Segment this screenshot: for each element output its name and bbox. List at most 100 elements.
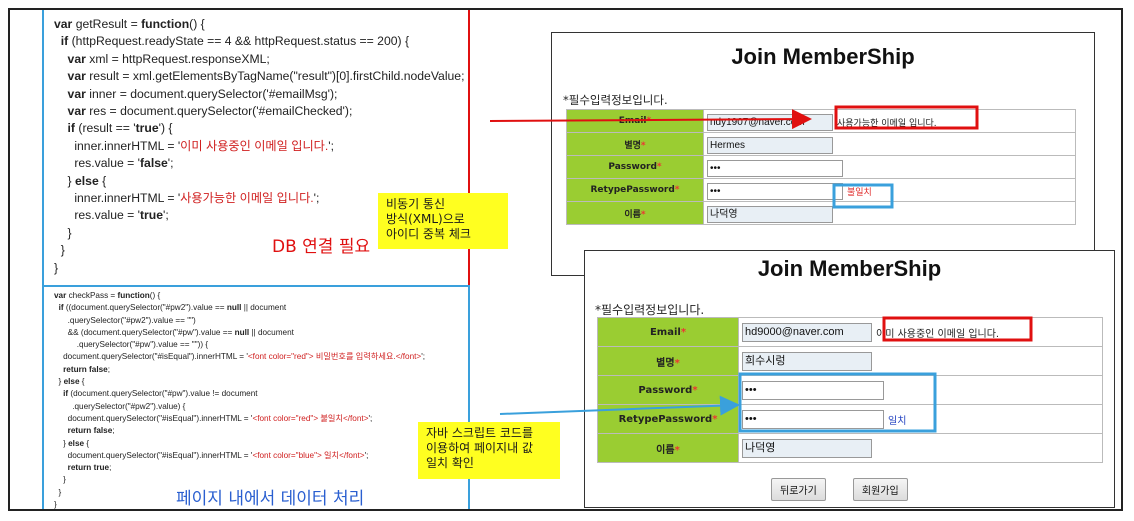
field-label-text: Email	[649, 326, 681, 338]
code-line: } else {	[54, 438, 90, 448]
required-asterisk: *	[640, 209, 646, 220]
field-message: 사용가능한 이메일 입니다.	[837, 118, 937, 129]
field-message: 불일치	[847, 187, 872, 198]
field-label: Password*	[566, 155, 704, 179]
code-line: if ((document.querySelector("#pw2").valu…	[58, 303, 287, 313]
field-label-text: 별명	[656, 357, 675, 369]
required-asterisk: *	[674, 185, 680, 195]
field-label-text: 이름	[624, 209, 641, 220]
mismatch-highlight	[832, 183, 894, 209]
required-note: *필수입력정보입니다.	[563, 93, 668, 107]
required-asterisk: *	[674, 444, 680, 456]
field-input[interactable]: Hermes	[707, 136, 833, 154]
required-note: *필수입력정보입니다.	[595, 303, 705, 317]
code-line: var getResult = function() {	[54, 17, 205, 31]
field-input[interactable]: •••	[742, 410, 884, 429]
code-line: .querySelector("#pw2").value == "")	[54, 315, 196, 325]
code-line: .querySelector("#pw2").value) {	[54, 401, 186, 411]
field-label-text: Password	[608, 162, 657, 172]
code-block-checkpass: var checkPass = function() { if ((docume…	[44, 287, 468, 511]
field-input[interactable]: •••	[742, 381, 884, 400]
code-line: var res = document.querySelector('#email…	[67, 104, 353, 119]
code-line: return true;	[67, 463, 112, 473]
code-panel-ajax: var getResult = function() { if (httpReq…	[42, 10, 470, 285]
javascript-arrow	[499, 395, 740, 416]
ajax-arrow	[489, 109, 812, 130]
field-value-cell: •••	[738, 375, 1103, 405]
field-label: 이름*	[597, 433, 739, 463]
code-line: if (httpRequest.readyState == 4 && httpR…	[60, 34, 410, 49]
field-value-cell: hd9000@naver.com 이미 사용중인 이메일 입니다.	[738, 317, 1103, 347]
form-buttons: 뒤로가기 회원가입	[771, 478, 908, 501]
form-row: 이름*나덕영	[566, 201, 1076, 225]
code-line: }	[54, 475, 66, 485]
code-line: } else {	[54, 377, 85, 387]
code-line: res.value = 'false';	[54, 156, 174, 171]
in-page-text: 페이지 내에서 데이터 처리	[176, 489, 365, 509]
field-value-cell: 나덕영	[738, 433, 1103, 463]
field-input[interactable]: •••	[707, 182, 843, 200]
db-required-text: DB 연결 필요	[272, 237, 371, 257]
required-asterisk: *	[640, 140, 646, 151]
form-title: Join MemberShip	[731, 44, 915, 69]
field-label-text: 별명	[624, 140, 641, 151]
form-row: 별명*희수시렁	[597, 346, 1103, 376]
field-input[interactable]: hd9000@naver.com	[742, 323, 872, 342]
field-input[interactable]: 나덕영	[707, 205, 833, 223]
code-line: document.querySelector("#isEqual").inner…	[54, 450, 369, 460]
password-match-highlight	[738, 372, 937, 433]
form-row: Password* •••	[597, 375, 1103, 405]
field-label-text: Password	[638, 384, 693, 396]
field-value-cell: Hermes	[703, 132, 1076, 156]
async-note: 비동기 통신 방식(XML)으로 아이디 중복 체크	[378, 193, 508, 249]
javascript-note: 자바 스크립트 코드를 이용하여 페이지내 값 일치 확인	[418, 422, 560, 479]
code-line: }	[54, 500, 57, 510]
code-line: return false;	[63, 364, 110, 374]
field-label-text: RetypePassword	[590, 185, 675, 195]
code-line: }	[54, 487, 62, 497]
code-line: }	[54, 243, 65, 258]
field-value-cell: 희수시렁	[738, 346, 1103, 376]
code-line: res.value = 'true';	[54, 208, 169, 223]
code-line: if (document.querySelector("#pw").value …	[63, 389, 258, 399]
field-input[interactable]: 희수시렁	[742, 352, 872, 371]
required-asterisk: *	[680, 326, 687, 338]
required-asterisk: *	[674, 357, 680, 369]
outer-frame	[8, 8, 1123, 511]
code-block-getresult: var getResult = function() { if (httpReq…	[44, 10, 468, 277]
join-form-2: Join MemberShip *필수입력정보입니다. Email*hd9000…	[584, 250, 1115, 508]
required-asterisk: *	[712, 413, 718, 425]
field-input[interactable]: 나덕영	[742, 439, 872, 458]
join-button[interactable]: 회원가입	[852, 478, 908, 501]
email-available-highlight	[834, 105, 979, 130]
field-label: 별명*	[597, 346, 739, 376]
field-input[interactable]: •••	[707, 159, 843, 177]
field-value-cell: •••	[703, 155, 1076, 179]
required-asterisk: *	[692, 384, 698, 396]
code-line: document.querySelector("#isEqual").inner…	[54, 413, 373, 423]
required-asterisk: *	[656, 162, 662, 172]
code-line: && (document.querySelector("#pw").value …	[54, 327, 294, 337]
field-label: 별명*	[566, 132, 704, 156]
form-row: 별명*Hermes	[566, 132, 1076, 156]
field-message: 일치	[888, 416, 907, 427]
back-button[interactable]: 뒤로가기	[771, 478, 826, 501]
code-line: document.querySelector("#isEqual").inner…	[54, 352, 426, 362]
code-line: }	[54, 260, 59, 275]
code-line: inner.innerHTML = '이미 사용중인 이메일 입니다.';	[54, 138, 334, 153]
code-line: var checkPass = function() {	[54, 291, 161, 300]
field-message: 이미 사용중인 이메일 입니다.	[876, 329, 1000, 340]
code-panel-checkpass: var checkPass = function() { if ((docume…	[42, 285, 470, 509]
form-row: Password*•••	[566, 155, 1076, 179]
email-duplicate-highlight	[882, 316, 1033, 342]
code-line: inner.innerHTML = '사용가능한 이메일 입니다.';	[54, 191, 320, 206]
code-line: } else {	[54, 173, 107, 188]
form-row: 이름*나덕영	[597, 433, 1103, 463]
field-label: 이름*	[566, 201, 704, 225]
code-line: return false;	[67, 426, 115, 436]
field-value-cell: 나덕영	[703, 201, 1076, 225]
field-label-text: 이름	[656, 444, 675, 456]
form-row: RetypePassword* ••• 불일치	[566, 178, 1076, 202]
